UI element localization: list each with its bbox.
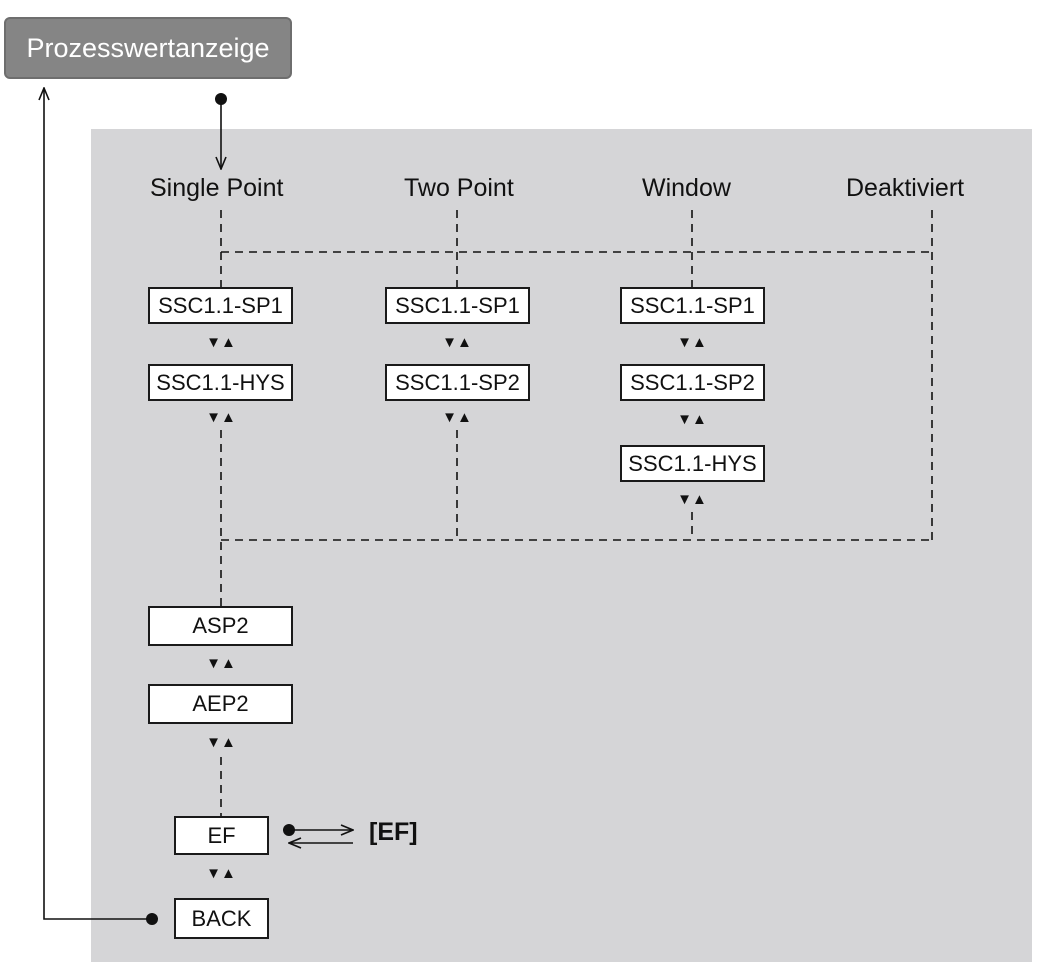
- option-window[interactable]: Window: [642, 174, 731, 202]
- single-point-hys-box[interactable]: SSC1.1-HYS: [148, 364, 293, 401]
- option-deaktiviert[interactable]: Deaktiviert: [846, 174, 965, 202]
- window-sp1-box[interactable]: SSC1.1-SP1: [620, 287, 765, 324]
- nav-arrows-icon: ▼▲: [677, 491, 707, 508]
- back-box[interactable]: BACK: [174, 898, 269, 939]
- process-value-display-button[interactable]: Prozesswertanzeige: [4, 17, 292, 79]
- two-point-sp1-box[interactable]: SSC1.1-SP1: [385, 287, 530, 324]
- two-point-sp2-box[interactable]: SSC1.1-SP2: [385, 364, 530, 401]
- window-hys-box[interactable]: SSC1.1-HYS: [620, 445, 765, 482]
- window-sp2-box[interactable]: SSC1.1-SP2: [620, 364, 765, 401]
- back-dot: [146, 913, 158, 925]
- asp2-box[interactable]: ASP2: [148, 606, 293, 646]
- nav-arrows-icon: ▼▲: [206, 734, 236, 751]
- nav-arrows-icon: ▼▲: [677, 411, 707, 428]
- aep2-box[interactable]: AEP2: [148, 684, 293, 724]
- ef-submenu-label: [EF]: [369, 818, 418, 846]
- single-point-sp1-box[interactable]: SSC1.1-SP1: [148, 287, 293, 324]
- option-single-point[interactable]: Single Point: [150, 174, 284, 202]
- nav-arrows-icon: ▼▲: [206, 865, 236, 882]
- nav-arrows-icon: ▼▲: [442, 334, 472, 351]
- option-two-point[interactable]: Two Point: [404, 174, 514, 202]
- nav-arrows-icon: ▼▲: [442, 409, 472, 426]
- nav-arrows-icon: ▼▲: [206, 655, 236, 672]
- ef-box[interactable]: EF: [174, 816, 269, 855]
- nav-arrows-icon: ▼▲: [206, 334, 236, 351]
- return-line: [44, 88, 152, 920]
- nav-arrows-icon: ▼▲: [206, 409, 236, 426]
- nav-arrows-icon: ▼▲: [677, 334, 707, 351]
